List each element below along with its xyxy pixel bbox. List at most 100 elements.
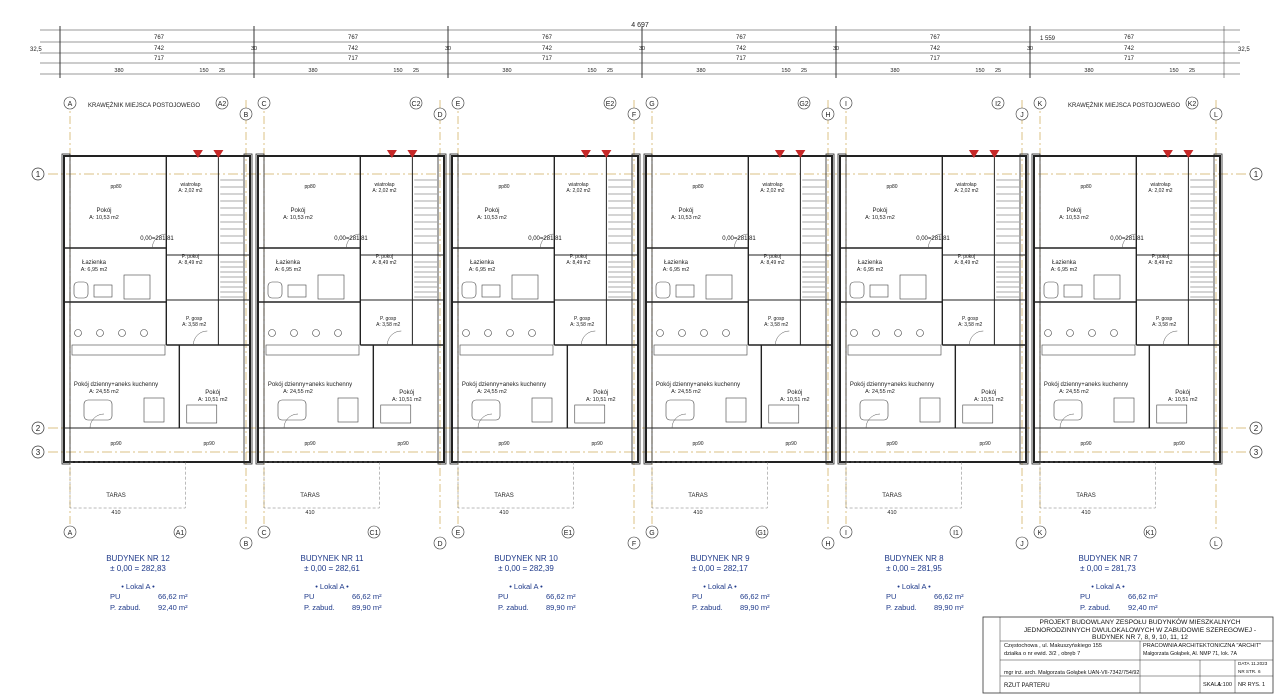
room-lazienka-label: Łazienka <box>82 260 107 266</box>
dim-detail-a: 380 <box>502 68 511 74</box>
room-pokoj-label: Pokój <box>290 208 305 214</box>
axis-bubble <box>949 525 963 539</box>
building-name: BUDYNEK NR 11 <box>301 554 365 563</box>
room-ppokoj-area: A: 8,49 m2 <box>566 260 590 266</box>
room-lazienka-area: A: 6,95 m2 <box>663 267 690 273</box>
room-ppokoj-label: P. pokoj <box>376 254 393 260</box>
axis-label: D <box>437 541 442 548</box>
room-pokoj2-label: Pokój <box>981 390 996 396</box>
washbasin <box>287 284 307 298</box>
entry-marker-b <box>1183 150 1194 158</box>
exterior-wall <box>63 155 251 463</box>
pz-value: 89,90 m² <box>546 603 576 612</box>
level-mark: 0,00=281,81 <box>140 236 174 242</box>
room-wiatrolap-area: A: 2,02 m2 <box>760 188 784 194</box>
terrace-label: TARAS <box>106 493 126 499</box>
entry-marker-b <box>795 150 806 158</box>
room-pokoj2-label: Pokój <box>205 390 220 396</box>
title-stage: 6 <box>1258 669 1261 674</box>
terrace-dim: 410 <box>499 510 508 516</box>
dim-detail-c: 25 <box>413 68 419 74</box>
terrace-outline <box>263 461 380 509</box>
terrace-dim: 410 <box>305 510 314 516</box>
title-office: PRACOWNIA ARCHITEKTONICZNA "ARCHIT" <box>1143 643 1262 649</box>
armchair <box>859 399 889 421</box>
unit-label: • Lokal A • <box>703 582 737 591</box>
axis-bubble <box>367 525 381 539</box>
axis-label: K <box>1038 530 1043 537</box>
room-lazienka-label: Łazienka <box>1052 260 1077 266</box>
pu-value: 66,62 m² <box>1128 592 1158 601</box>
room-posp-area: A: 3,58 m2 <box>764 322 788 328</box>
entry-marker-b <box>407 150 418 158</box>
axis-label: I <box>845 530 847 537</box>
room-posp-area: A: 3,58 m2 <box>1152 322 1176 328</box>
room-pokoj-label: Pokój <box>1066 208 1081 214</box>
unit-label: • Lokal A • <box>315 582 349 591</box>
window-pp80: pp80 <box>110 184 121 190</box>
room-wiatrolap-label: wiatrołap <box>956 182 976 188</box>
room-wiatrolap-area: A: 2,02 m2 <box>372 188 396 194</box>
dim-module: 767 <box>736 35 747 41</box>
building-name: BUDYNEK NR 8 <box>884 554 944 563</box>
window-pp90-a: pp90 <box>498 441 509 447</box>
bed <box>962 404 994 424</box>
axis-bubble <box>645 96 659 110</box>
room-lazienka-area: A: 6,95 m2 <box>81 267 108 273</box>
room-wiatrolap-label: wiatrołap <box>180 182 200 188</box>
dim-detail-b: 150 <box>587 68 596 74</box>
dim-clear: 717 <box>930 56 941 62</box>
bed <box>768 404 800 424</box>
room-lazienka-label: Łazienka <box>276 260 301 266</box>
pu-label: PU <box>304 592 314 601</box>
dim-module: 767 <box>542 35 553 41</box>
room-lazienka-area: A: 6,95 m2 <box>469 267 496 273</box>
level-mark: 0,00=281,81 <box>1110 236 1144 242</box>
axis-label: A <box>68 101 73 108</box>
dining-chair <box>462 329 470 337</box>
axis-label: L <box>1214 541 1218 548</box>
axis-bubble <box>257 96 271 110</box>
washbasin <box>869 284 889 298</box>
sofa <box>725 397 747 423</box>
axis-label: E2 <box>606 101 615 108</box>
window-pp80: pp80 <box>498 184 509 190</box>
washbasin <box>1063 284 1083 298</box>
dining-chair <box>118 329 126 337</box>
axis-bubble <box>1185 96 1199 110</box>
unit-label: • Lokal A • <box>121 582 155 591</box>
dim-detail-c: 25 <box>607 68 613 74</box>
shower <box>899 274 927 300</box>
bed <box>574 404 606 424</box>
entry-marker-a <box>1162 150 1173 158</box>
axis-label: J <box>1020 112 1024 119</box>
room-ppokoj-label: P. pokoj <box>764 254 781 260</box>
dining-chair <box>894 329 902 337</box>
axis-2-right: 2 <box>1254 424 1259 433</box>
axis-label: F <box>632 112 636 119</box>
building-elevation: ± 0,00 = 282,61 <box>304 564 360 573</box>
building-elevation: ± 0,00 = 282,39 <box>498 564 554 573</box>
room-pokoj-area: A: 10,53 m2 <box>1059 215 1089 221</box>
room-lazienka-label: Łazienka <box>470 260 495 266</box>
party-wall <box>825 153 835 465</box>
dim-inner: 742 <box>1124 46 1135 52</box>
axis-label: A1 <box>176 530 185 537</box>
title-sheet-label: NR RYS. <box>1238 682 1261 688</box>
dim-clear: 717 <box>542 56 553 62</box>
pu-value: 66,62 m² <box>546 592 576 601</box>
axis-1-right: 1 <box>1254 170 1259 179</box>
room-posp-area: A: 3,58 m2 <box>958 322 982 328</box>
window-pp80: pp80 <box>692 184 703 190</box>
axis-label: G2 <box>799 101 808 108</box>
room-pokoj2-label: Pokój <box>787 390 802 396</box>
washbasin <box>675 284 695 298</box>
axis-bubble <box>991 96 1005 110</box>
building-name: BUDYNEK NR 9 <box>690 554 750 563</box>
dim-detail-b: 150 <box>199 68 208 74</box>
party-wall <box>449 153 459 465</box>
axis-bubble <box>451 96 465 110</box>
dim-inner: 742 <box>542 46 553 52</box>
